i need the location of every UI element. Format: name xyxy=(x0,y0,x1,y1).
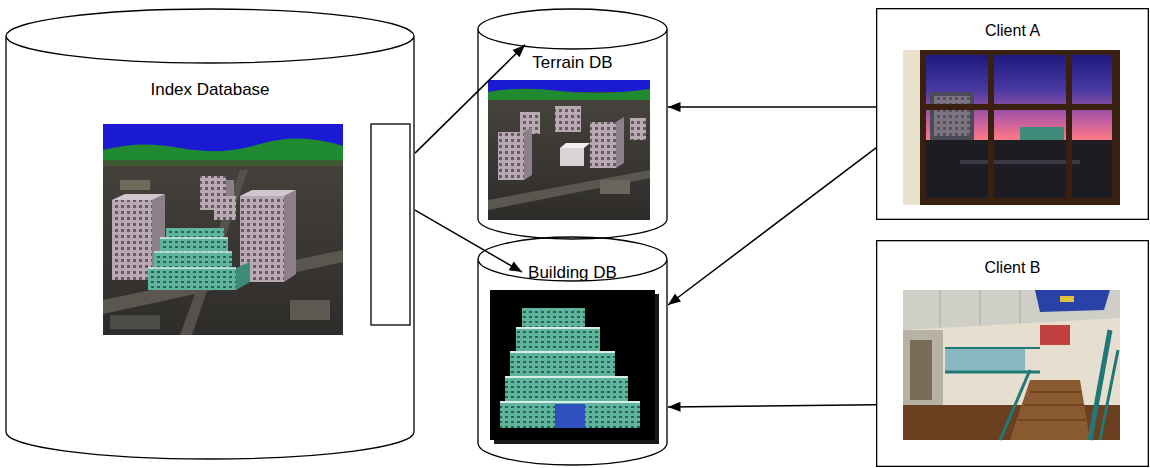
box-shape xyxy=(877,9,1149,220)
database-cylinder: Building DB xyxy=(477,236,668,466)
database-cylinder: Terrain DB xyxy=(477,8,668,240)
building-render xyxy=(490,290,659,444)
terrain-render xyxy=(488,80,650,220)
cylinder-outline xyxy=(477,8,668,240)
connector-arrow xyxy=(668,148,876,305)
client-box: Client A xyxy=(876,8,1149,220)
cylinder-shape xyxy=(478,237,667,465)
interior-view xyxy=(903,290,1120,440)
city-render xyxy=(103,124,343,335)
cylinder-shape xyxy=(478,9,667,239)
node-label: Index Database xyxy=(148,80,271,100)
node-label: Terrain DB xyxy=(530,53,614,73)
cylinder-outline xyxy=(5,8,415,460)
client-box: Client B xyxy=(876,240,1149,467)
bracket xyxy=(371,124,410,325)
cylinder-shape xyxy=(6,9,414,459)
node-label: Client B xyxy=(982,258,1042,277)
connector-arrow xyxy=(668,106,876,108)
node-label: Client A xyxy=(983,21,1042,40)
node-label: Building DB xyxy=(526,263,619,283)
connector-arrow xyxy=(415,210,522,272)
database-cylinder: Index Database xyxy=(5,8,415,460)
window-view xyxy=(903,50,1120,205)
box-shape xyxy=(877,241,1149,467)
box-outline xyxy=(876,8,1149,220)
connector-arrow xyxy=(415,45,525,153)
connector-arrow xyxy=(668,405,876,407)
